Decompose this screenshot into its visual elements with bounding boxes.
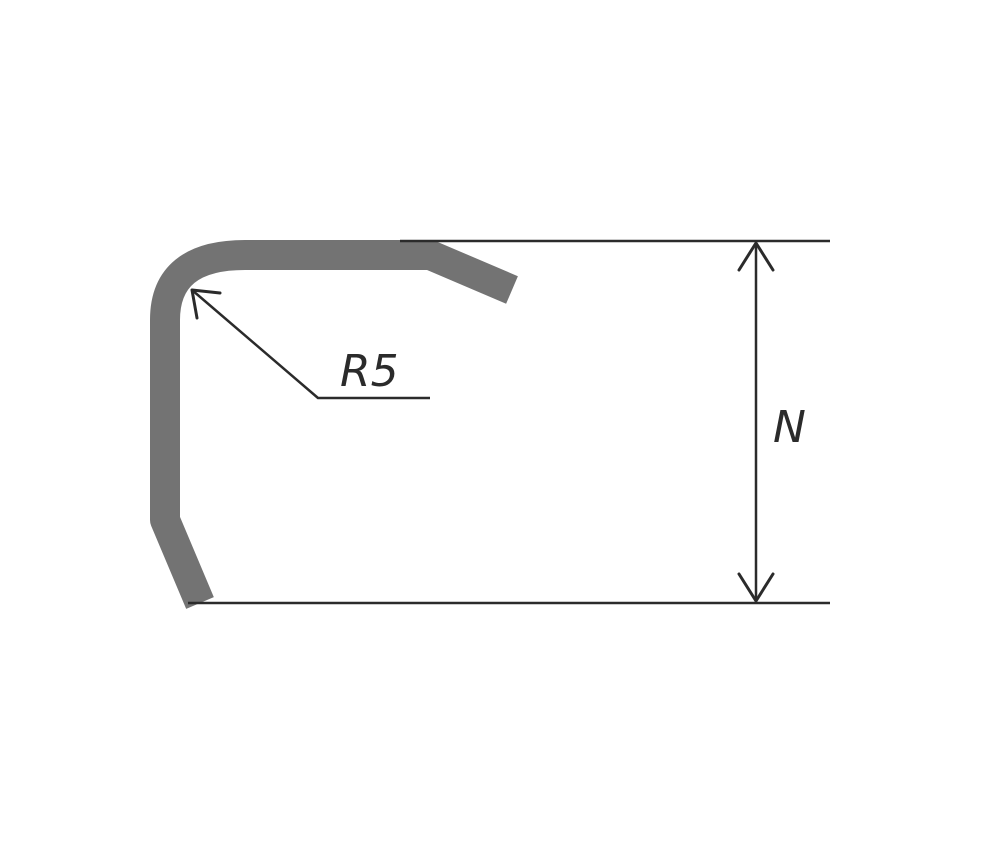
dimension-arrow-bottom [737, 572, 775, 603]
dimension-label: N [773, 402, 806, 453]
radius-leader-line [191, 289, 430, 400]
radius-label: R5 [340, 346, 399, 397]
dimension-arrow-top [737, 241, 775, 272]
profile-shape [150, 240, 518, 609]
radius-leader-arrowhead [190, 288, 222, 320]
